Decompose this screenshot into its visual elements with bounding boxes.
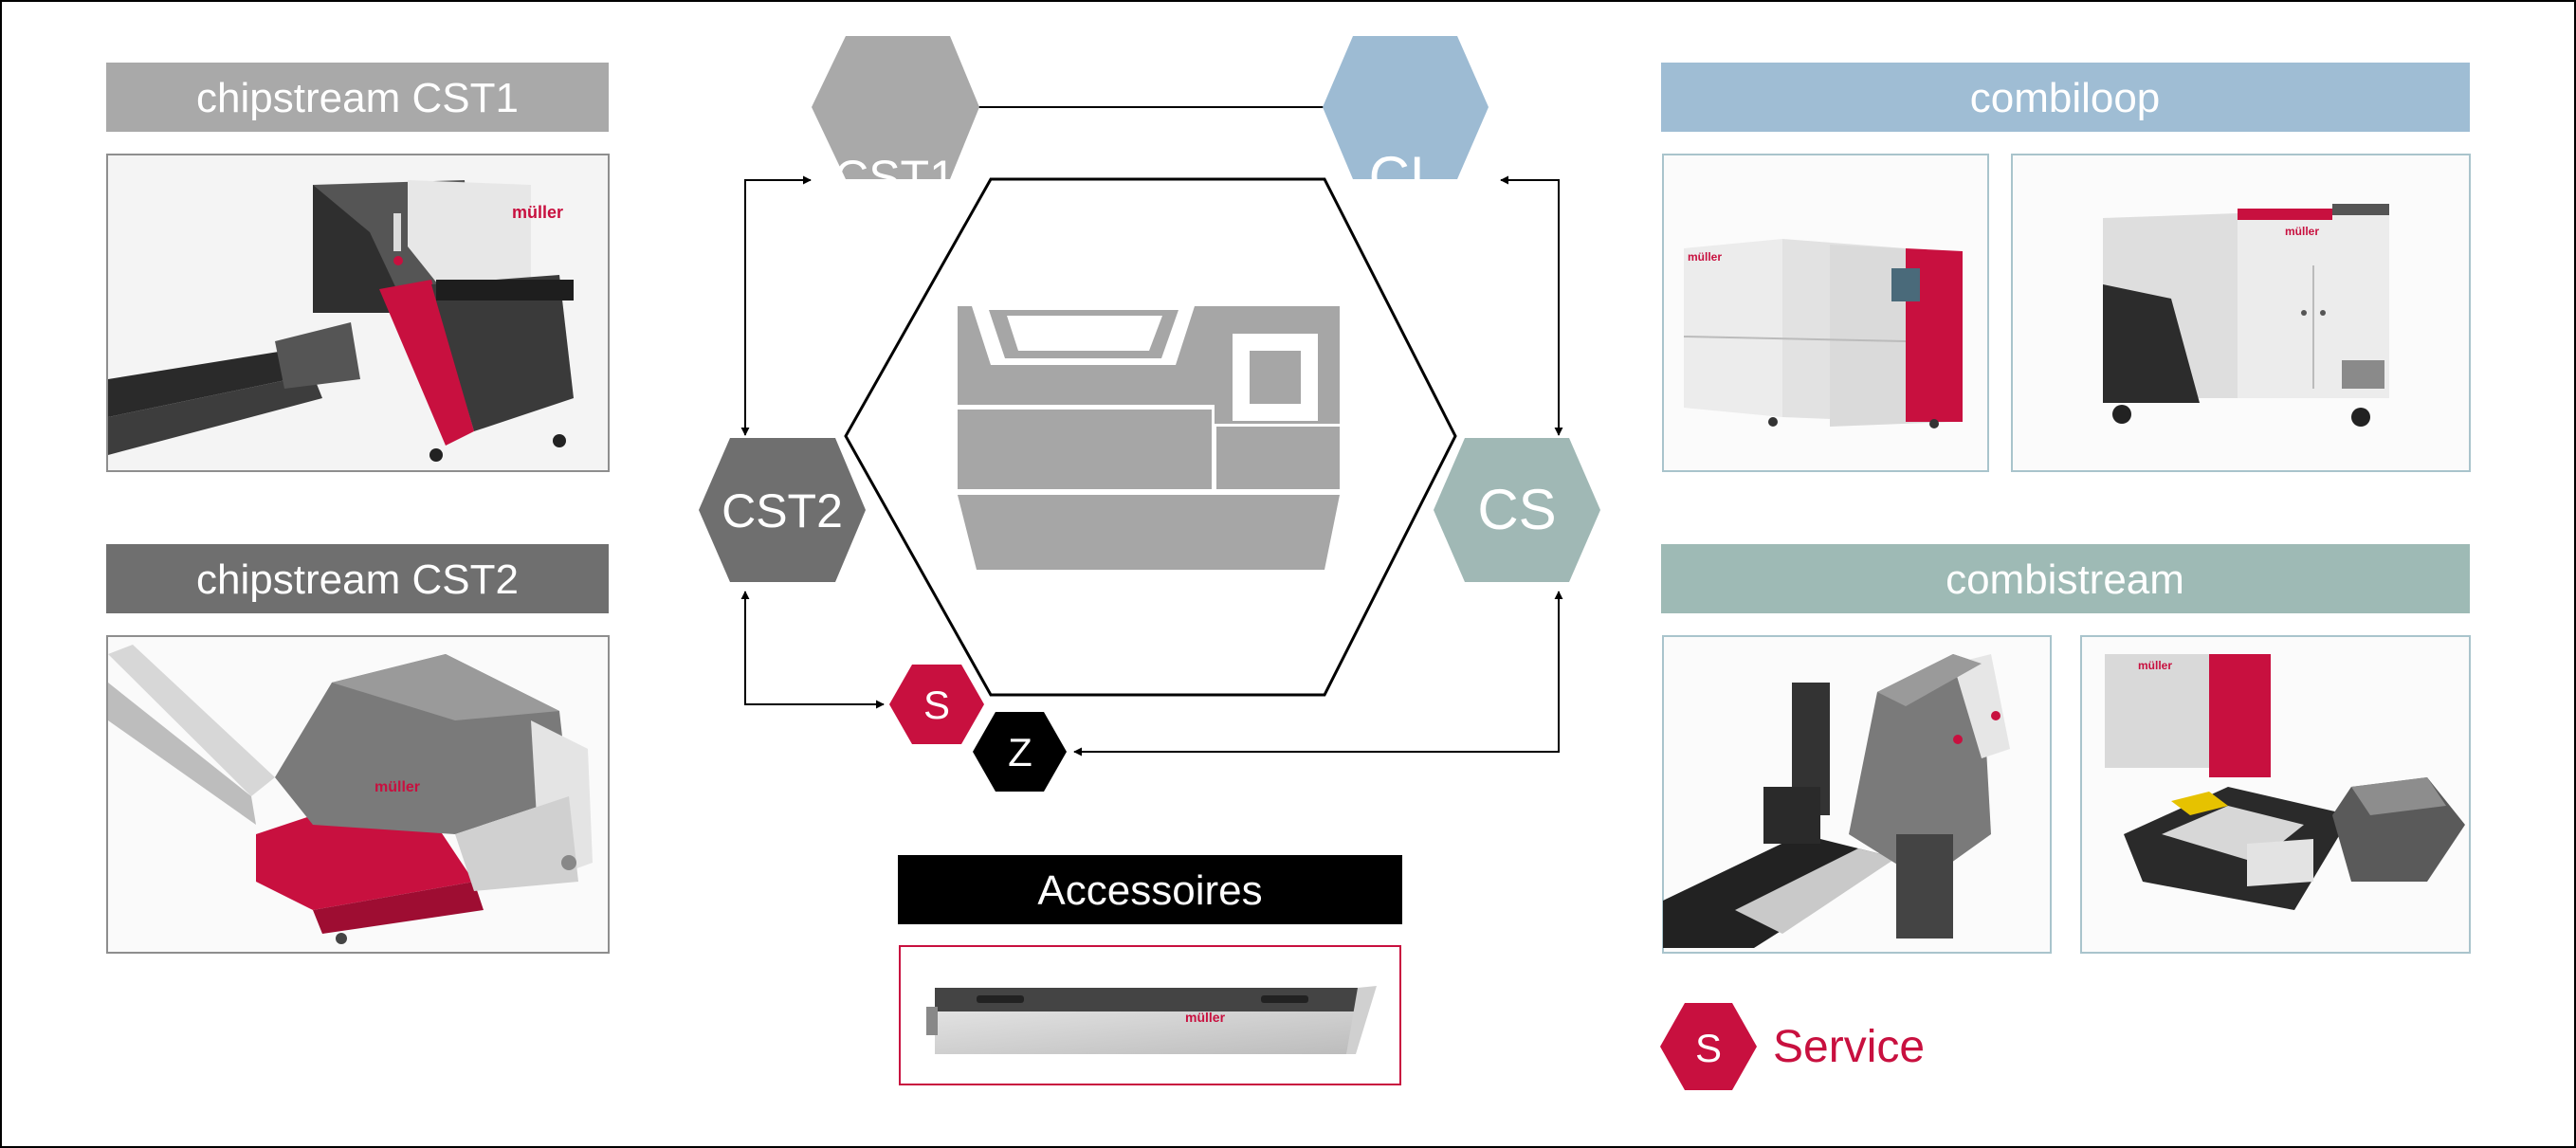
combiloop-2-brand-mark: müller <box>2285 225 2319 238</box>
hex-cst2[interactable] <box>699 438 866 582</box>
hex-z-label: Z <box>1008 730 1032 774</box>
arrow-cst1-cst2 <box>740 175 812 436</box>
accessoires-image[interactable]: müller <box>899 945 1401 1085</box>
legend-service-label: Service <box>1773 1022 1925 1072</box>
arrow-cl-cs <box>1500 175 1563 436</box>
banner-accessoires-label: Accessoires <box>1037 867 1262 914</box>
arrow-cs-z <box>1073 591 1563 756</box>
combistream-image-1[interactable] <box>1662 635 2052 954</box>
combiloop-1-brand-mark: müller <box>1688 250 1722 264</box>
banner-chipstream-cst2-label: chipstream CST2 <box>196 556 519 603</box>
banner-chipstream-cst1-label: chipstream CST1 <box>196 75 519 121</box>
hex-cl[interactable] <box>1323 36 1489 179</box>
combistream-image-2[interactable]: müller <box>2080 635 2471 954</box>
hex-cst2-label: CST2 <box>722 484 843 538</box>
combistream-2-brand-mark: müller <box>2138 659 2172 672</box>
arrow-cst2-service <box>740 591 885 709</box>
cst1-brand-mark: müller <box>512 203 563 222</box>
hex-service-label: S <box>923 683 950 727</box>
accessoires-brand-mark: müller <box>1185 1010 1226 1025</box>
machine-tool-icon <box>958 306 1340 570</box>
cst2-brand-mark: müller <box>375 779 420 795</box>
legend-service-badge <box>1660 1003 1757 1090</box>
hex-service[interactable] <box>889 665 984 744</box>
banner-accessoires[interactable] <box>898 855 1402 924</box>
legend-service-badge-label: S <box>1695 1026 1722 1070</box>
chipstream-cst2-image[interactable]: müller <box>106 635 610 954</box>
banner-combistream[interactable] <box>1661 544 2470 613</box>
hex-cl-label: CL <box>1369 145 1442 209</box>
hex-cs[interactable] <box>1434 438 1600 582</box>
combiloop-image-1[interactable]: müller <box>1662 154 1989 472</box>
chipstream-cst1-image[interactable]: müller <box>106 154 610 472</box>
hex-cst1-label: CST1 <box>834 151 956 204</box>
hex-cst1[interactable] <box>812 36 979 179</box>
banner-combiloop-label: combiloop <box>1970 75 2161 121</box>
banner-chipstream-cst1[interactable] <box>106 63 609 132</box>
hex-z[interactable] <box>973 712 1067 792</box>
hex-cs-label: CS <box>1477 478 1556 541</box>
banner-chipstream-cst2[interactable] <box>106 544 609 613</box>
banner-combistream-label: combistream <box>1946 556 2184 603</box>
combiloop-image-2[interactable]: müller <box>2011 154 2471 472</box>
banner-combiloop[interactable] <box>1661 63 2470 132</box>
